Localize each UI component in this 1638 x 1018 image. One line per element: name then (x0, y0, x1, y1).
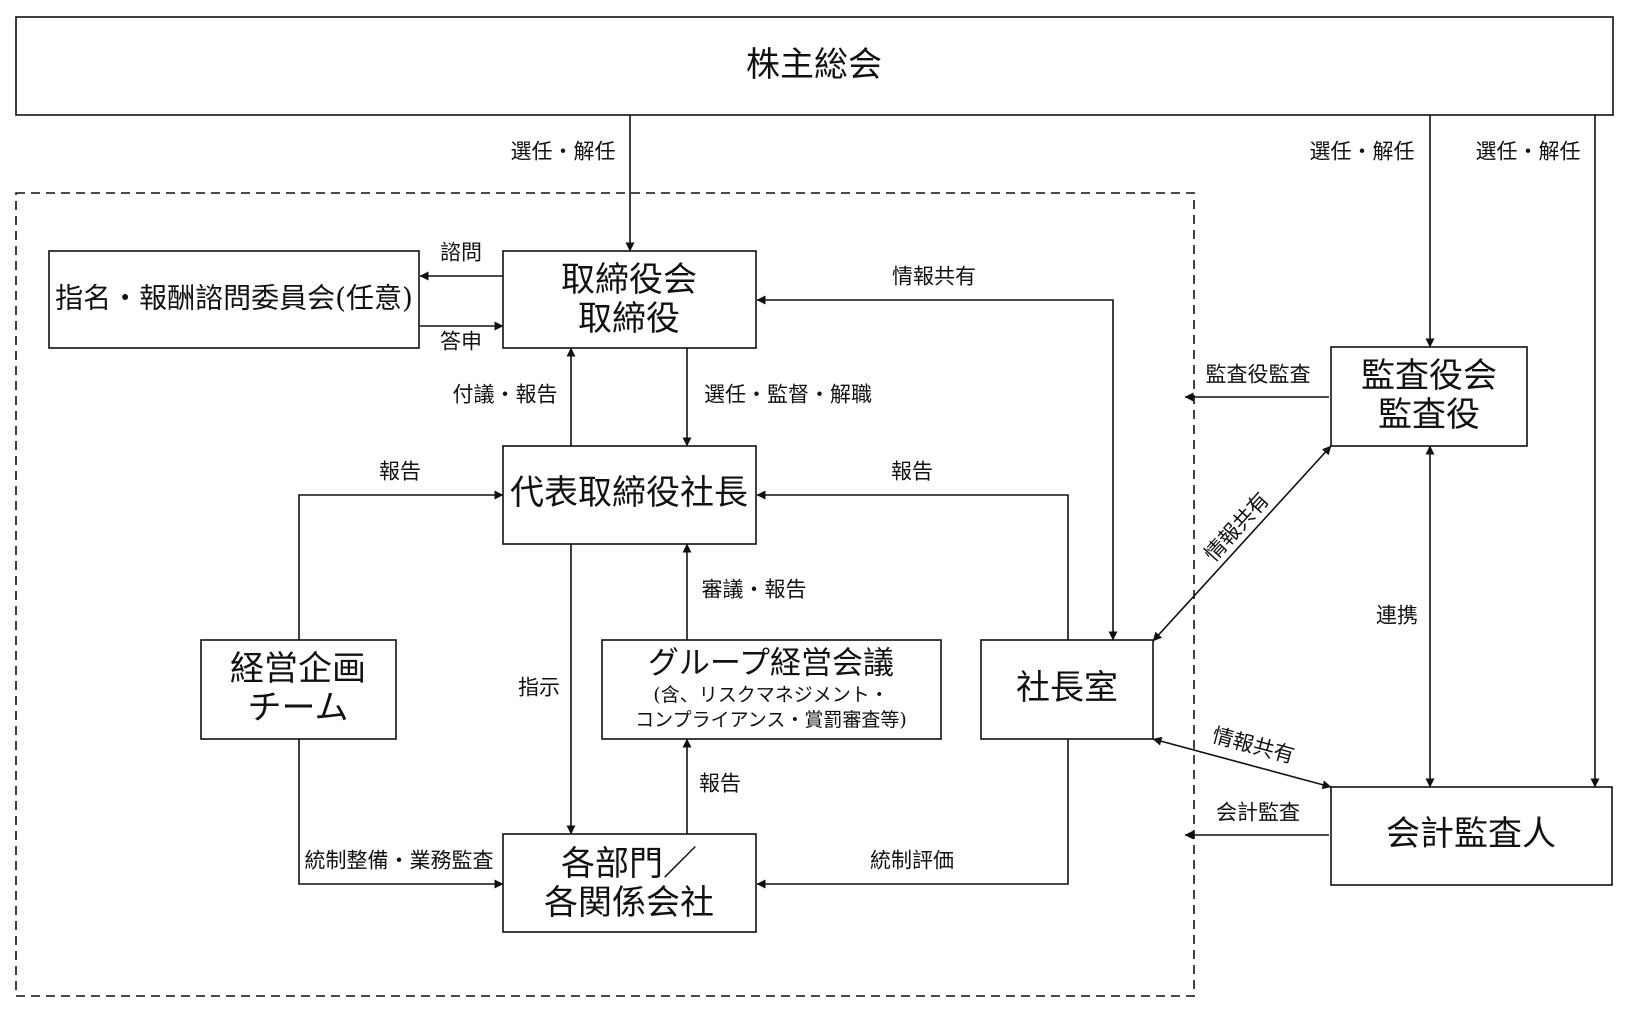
label-report-departments: 報告 (699, 772, 741, 796)
planning-team-box: 経営企画 チーム (200, 639, 397, 740)
accounting-auditor-label: 会計監査人 (1386, 814, 1556, 854)
departments-label-line1: 各部門／ (561, 844, 697, 884)
president-box: 代表取締役社長 (502, 445, 757, 545)
auditors-label-line1: 監査役会 (1361, 356, 1497, 396)
group-meeting-label-line2: (含、リスクマネジメント・ (653, 684, 888, 706)
president-office-box: 社長室 (980, 639, 1154, 740)
group-meeting-label-line3: コンプライアンス・賞罰審査等) (635, 709, 907, 731)
label-cooperation: 連携 (1376, 604, 1418, 628)
planning-label-line2: チーム (248, 688, 349, 728)
president-label: 代表取締役社長 (510, 473, 748, 513)
label-consult: 諮問 (440, 241, 482, 265)
label-instruct: 指示 (518, 676, 560, 700)
label-answer: 答申 (440, 330, 482, 354)
arrow-office-report (756, 490, 1069, 640)
group-meeting-label-line1: グループ経営会議 (648, 646, 894, 682)
label-control-audit: 統制整備・業務監査 (305, 849, 494, 873)
board-label-line2: 取締役 (578, 299, 680, 339)
label-elect-dismiss-board: 選任・解任 (511, 140, 616, 164)
group-meeting-box: グループ経営会議 (含、リスクマネジメント・ コンプライアンス・賞罰審査等) (601, 639, 942, 740)
label-accounting-audit: 会計監査 (1216, 801, 1300, 825)
departments-label-line2: 各関係会社 (544, 883, 714, 923)
arrow-control-evaluation (756, 739, 1069, 889)
auditors-label-line2: 監査役 (1378, 395, 1480, 435)
label-elect-supervise-dismiss: 選任・監督・解職 (704, 383, 872, 407)
president-office-label: 社長室 (1016, 668, 1118, 708)
accounting-auditor-box: 会計監査人 (1330, 786, 1613, 886)
arrow-info-share-auditors (1152, 445, 1332, 642)
label-refer-report: 付議・報告 (453, 383, 558, 407)
label-info-share-auditors: 情報共有 (1200, 488, 1274, 566)
label-report-planning: 報告 (379, 460, 421, 484)
departments-box: 各部門／ 各関係会社 (502, 833, 757, 933)
arrow-planning-report (298, 490, 504, 640)
nomination-committee-box: 指名・報酬諮問委員会(任意) (48, 250, 420, 349)
auditors-box: 監査役会 監査役 (1330, 346, 1528, 447)
label-auditor-audit: 監査役監査 (1206, 363, 1311, 387)
nomination-committee-label: 指名・報酬諮問委員会(任意) (55, 282, 413, 315)
label-deliberate-report: 審議・報告 (702, 578, 807, 602)
label-report-office: 報告 (891, 460, 933, 484)
board-box: 取締役会 取締役 (502, 250, 757, 349)
board-label-line1: 取締役会 (561, 260, 697, 300)
planning-label-line1: 経営企画 (230, 649, 366, 689)
arrow-info-share-board (756, 295, 1118, 641)
label-elect-dismiss-accounting: 選任・解任 (1476, 140, 1581, 164)
label-info-share-accounting: 情報共有 (1210, 723, 1297, 768)
arrow-info-share-accounting (1152, 736, 1332, 790)
shareholders-label: 株主総会 (746, 45, 882, 85)
shareholders-box: 株主総会 (15, 16, 1614, 116)
arrow-control-audit (298, 739, 504, 889)
label-info-share-board: 情報共有 (892, 265, 976, 289)
label-control-evaluation: 統制評価 (870, 849, 954, 873)
label-elect-dismiss-auditors: 選任・解任 (1310, 140, 1415, 164)
